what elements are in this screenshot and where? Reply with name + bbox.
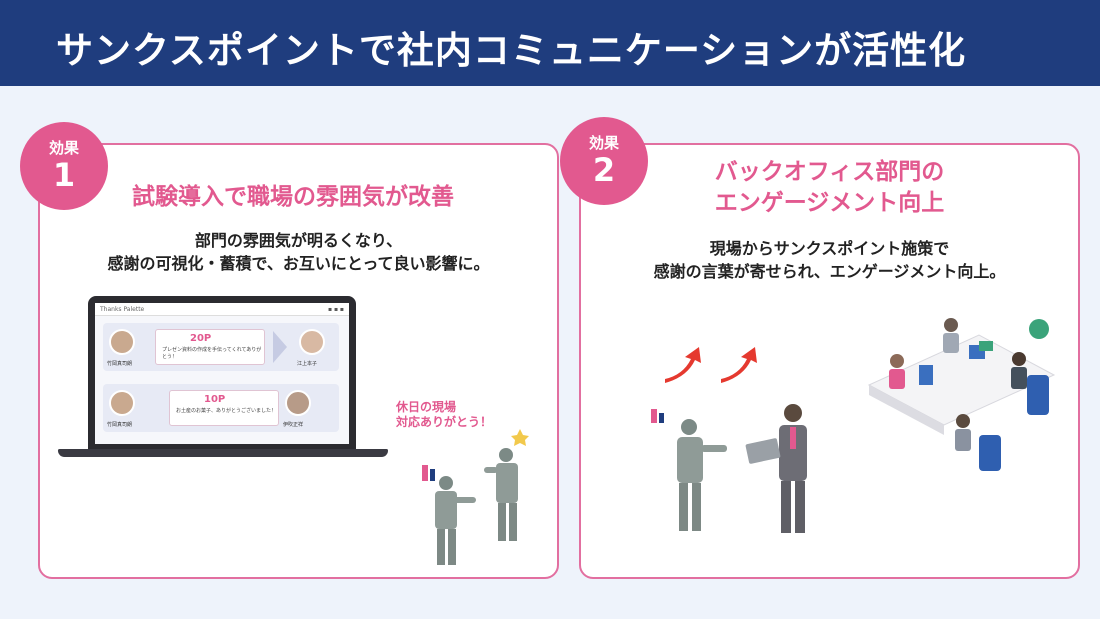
effect-2-title: バックオフィス部門の エンゲージメント向上 [581,157,1078,219]
menu-icon: ▪ ▪ ▪ [327,306,344,313]
badge-number: 1 [52,156,76,194]
badge-label: 効果 [588,134,619,152]
page-title: サンクスポイントで社内コミュニケーションが活性化 [56,29,967,72]
badge-label: 効果 [48,139,79,157]
thanks-card: 竹岡真司朗 20P プレゼン資料の作成を手伝ってくれてありがとう！ 江上本子 [103,323,339,371]
effect-2-description: 現場からサンクスポイント施策で 感謝の言葉が寄せられ、エンゲージメント向上。 [581,237,1078,283]
red-arrow-icon [665,347,757,383]
laptop-screen: Thanks Palette ▪ ▪ ▪ 竹岡真司朗 20P プレゼン資料の作成… [88,296,356,451]
laptop-illustration: Thanks Palette ▪ ▪ ▪ 竹岡真司朗 20P プレゼン資料の作成… [58,296,388,462]
effect-1-description-line: 感謝の可視化・蓄積で、お互いにとって良い影響に。 [107,254,490,273]
speech-line: 対応ありがとう！ [396,415,493,429]
receiver-name: 伊吹正祥 [283,422,304,428]
effect-1-badge: 効果 1 [20,122,108,210]
avatar [285,390,311,416]
effect-2-title-line: バックオフィス部門の [714,159,945,185]
effect-card-1: 試験導入で職場の雰囲気が改善 部門の雰囲気が明るくなり、 感謝の可視化・蓄積で、… [38,143,559,579]
effect-2-badge: 効果 2 [560,117,648,205]
effect-2-description-line: 現場からサンクスポイント施策で [709,239,950,258]
worker-illustration [422,429,529,565]
app-bar: Thanks Palette ▪ ▪ ▪ [95,303,349,316]
effect-2-description-line: 感謝の言葉が寄せられ、エンゲージメント向上。 [653,262,1006,281]
thanks-bubble: 20P プレゼン資料の作成を手伝ってくれてありがとう！ [155,329,265,365]
sender-name: 竹岡真司朗 [107,422,133,428]
effect-card-2: バックオフィス部門の エンゲージメント向上 現場からサンクスポイント施策で 感謝… [579,143,1080,579]
avatar [109,329,135,355]
effect-2-title-line: エンゲージメント向上 [714,190,945,216]
worker-speech: 休日の現場 対応ありがとう！ [396,400,492,430]
app-name: Thanks Palette [100,306,145,313]
points-value: 20P [190,333,212,344]
points-value: 10P [204,394,226,405]
effect-1-description: 部門の雰囲気が明るくなり、 感謝の可視化・蓄積で、お互いにとって良い影響に。 [40,229,557,275]
receiver-name: 江上本子 [297,361,318,367]
avatar [109,390,135,416]
badge-number: 2 [592,151,616,189]
thanks-card: 竹岡真司朗 10P お土産のお菓子、ありがとうございました！ 伊吹正祥 [103,384,339,432]
effect-1-title: 試験導入で職場の雰囲気が改善 [132,184,454,210]
avatar [299,329,325,355]
effect-1-description-line: 部門の雰囲気が明るくなり、 [194,231,403,250]
thanks-bubble: 10P お土産のお菓子、ありがとうございました！ [169,390,279,426]
thanks-message: プレゼン資料の作成を手伝ってくれてありがとう！ [162,347,262,360]
chevron-right-icon [273,331,287,363]
thanks-message: お土産のお菓子、ありがとうございました！ [176,408,277,414]
header-bar: サンクスポイントで社内コミュニケーションが活性化 [0,0,1100,86]
office-team-illustration [867,318,1056,471]
worker-and-businessman-illustration [651,404,807,533]
sender-name: 竹岡真司朗 [107,361,133,367]
speech-line: 休日の現場 [396,400,457,414]
laptop-base [58,449,388,457]
